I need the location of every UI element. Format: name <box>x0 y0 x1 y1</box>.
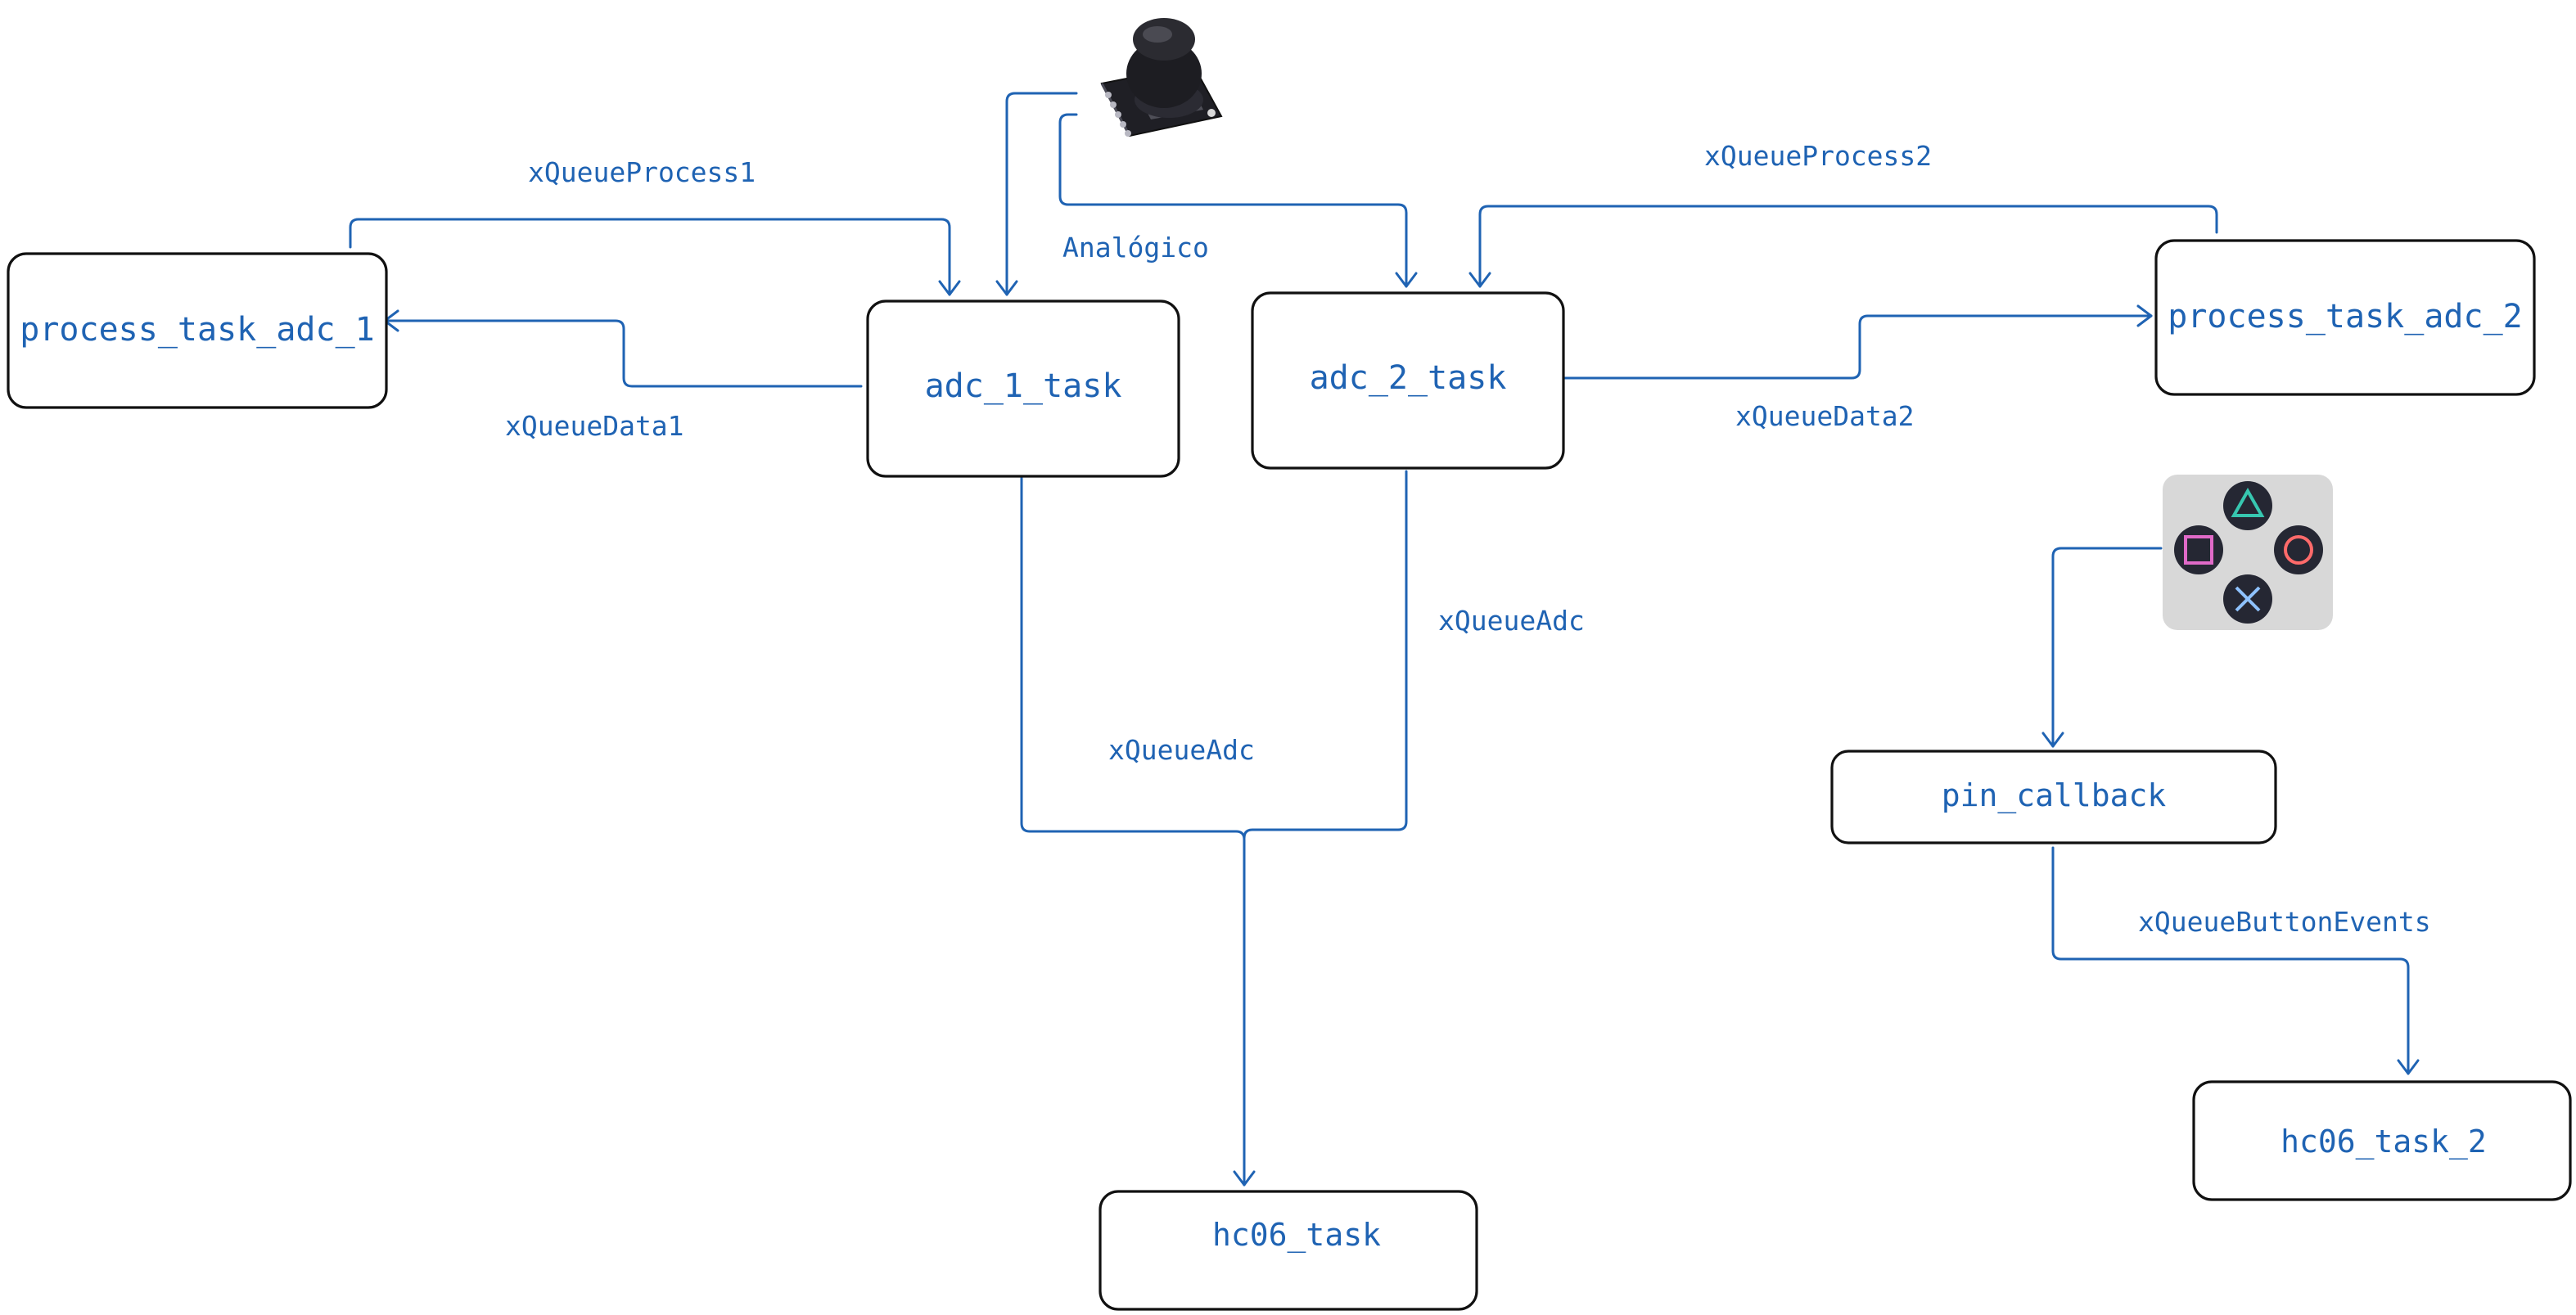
edge-xqueuebuttonevents <box>2051 846 2410 1075</box>
node-label: process_task_adc_1 <box>20 311 374 349</box>
edge-joystick-to-adc2 <box>1058 113 1408 288</box>
arrowhead-xqueueadc-hc06 <box>1233 1170 1256 1187</box>
arrowhead-xqueuedata2 <box>2136 304 2153 327</box>
node-adc-1-task[interactable]: adc_1_task <box>866 299 1180 478</box>
label-xqueueprocess1: xQueueProcess1 <box>528 156 756 188</box>
node-process-task-adc-1[interactable]: process_task_adc_1 <box>7 252 388 409</box>
label-analogico: Analógico <box>1062 232 1209 263</box>
node-label: process_task_adc_2 <box>2168 298 2522 336</box>
label-xqueueprocess2: xQueueProcess2 <box>1704 140 1932 172</box>
arrowhead-xqueuebuttonevents <box>2397 1059 2420 1075</box>
node-process-task-adc-2[interactable]: process_task_adc_2 <box>2154 239 2536 396</box>
edge-xqueuedata1 <box>383 319 863 388</box>
label-xqueuedata1: xQueueData1 <box>505 410 684 442</box>
label-xqueueadc-right: xQueueAdc <box>1438 605 1585 637</box>
label-xqueuedata2: xQueueData2 <box>1735 400 1915 432</box>
node-label: adc_1_task <box>925 367 1122 405</box>
edge-xqueuedata2 <box>1563 314 2153 380</box>
edge-buttons-to-pincallback <box>2051 547 2163 748</box>
node-hc06-task-2[interactable]: hc06_task_2 <box>2192 1080 2572 1201</box>
node-label: adc_2_task <box>1310 359 1507 397</box>
arrowhead-joystick-to-adc2 <box>1395 272 1418 288</box>
label-xqueueadc-left: xQueueAdc <box>1108 734 1255 766</box>
joystick-module-icon <box>1100 18 1223 137</box>
node-label: hc06_task <box>1212 1217 1381 1254</box>
arrowhead-xqueueprocess1 <box>938 280 961 296</box>
edge-xqueueadc-adc2 <box>1243 470 1408 840</box>
arrowhead-buttons-to-pincallback <box>2041 732 2064 748</box>
node-pin-callback[interactable]: pin_callback <box>1830 750 2277 844</box>
edge-joystick-to-adc1 <box>1005 92 1078 296</box>
arrowhead-joystick-to-adc1 <box>995 280 1018 296</box>
arrowhead-xqueueprocess2 <box>1468 272 1491 288</box>
edge-xqueueadc-adc1 <box>1020 476 1246 1187</box>
node-label: pin_callback <box>1942 777 2167 814</box>
node-label: hc06_task_2 <box>2281 1124 2487 1160</box>
label-xqueuebuttonevents: xQueueButtonEvents <box>2138 906 2431 938</box>
edge-xqueueprocess2 <box>1478 205 2218 288</box>
gamepad-face-buttons-icon <box>2163 475 2333 630</box>
edges <box>349 92 2420 1187</box>
node-adc-2-task[interactable]: adc_2_task <box>1251 291 1565 470</box>
edge-xqueueprocess1 <box>349 218 951 296</box>
edge-labels: xQueueProcess1 xQueueData1 Analógico xQu… <box>505 140 2431 938</box>
node-hc06-task[interactable]: hc06_task <box>1099 1190 1478 1311</box>
